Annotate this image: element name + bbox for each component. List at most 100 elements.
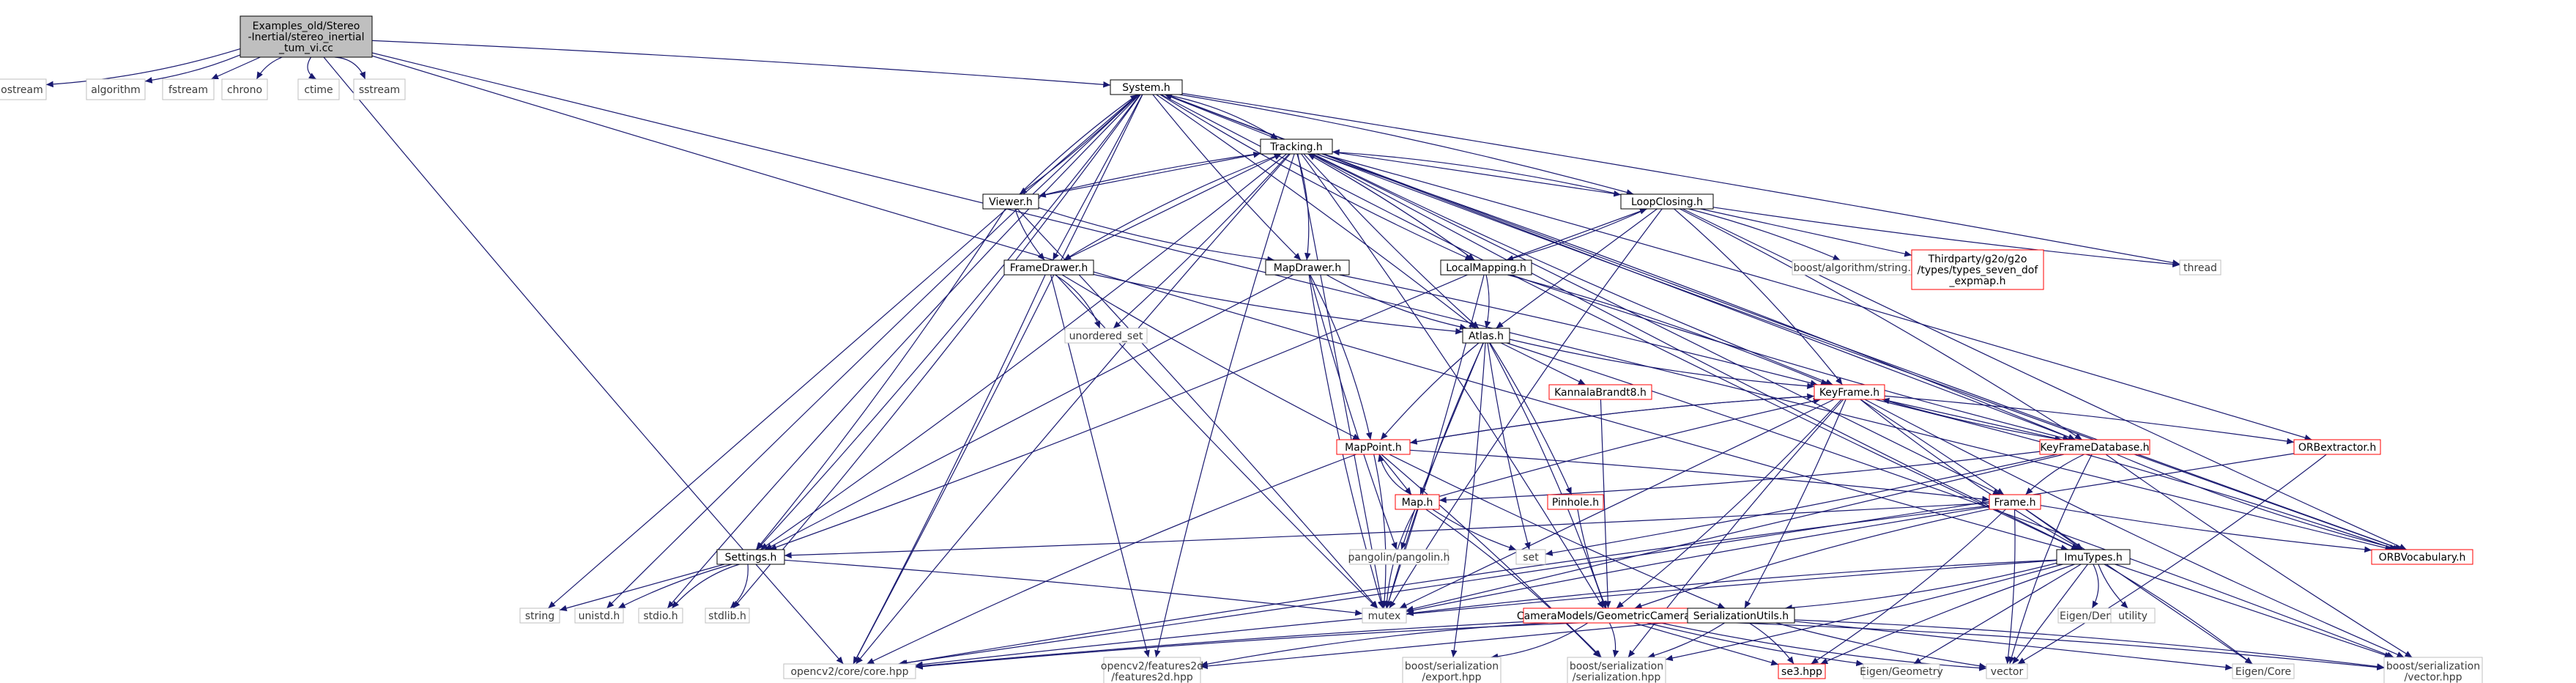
node-label: MapPoint.h: [1345, 442, 1402, 454]
edge-atlas-to-set: [1487, 342, 1531, 550]
node-label: Map.h: [1402, 497, 1433, 509]
edge-orbextractor-to-vector: [2017, 454, 2327, 665]
node-box: [0, 78, 47, 100]
node-box: [240, 15, 373, 58]
edge-framedrawer-to-opencvf2d: [1050, 274, 1150, 658]
node-orbextractor[interactable]: ORBextractor.h: [2293, 439, 2381, 455]
node-localmapping[interactable]: LocalMapping.h: [1440, 259, 1532, 276]
edge-system-to-localmapping: [1159, 94, 1473, 261]
node-kannala[interactable]: KannalaBrandt8.h: [1548, 384, 1652, 400]
node-utility: utility: [2110, 608, 2156, 624]
node-label: boost/serialization: [2386, 661, 2480, 673]
node-label: Pinhole.h: [1552, 497, 1599, 509]
node-atlas[interactable]: Atlas.h: [1462, 328, 1510, 344]
node-label: Viewer.h: [989, 196, 1033, 208]
edge-mappoint-to-mutex: [1373, 454, 1388, 609]
node-mappoint[interactable]: MapPoint.h: [1336, 439, 1411, 455]
node-unordered: unordered_set: [1064, 328, 1148, 344]
edge-localmapping-to-kfdb: [1510, 274, 2071, 441]
node-box: [1064, 328, 1148, 344]
edge-keyframe-to-imutypes: [1860, 399, 2083, 550]
node-label: CameraModels/GeometricCamera.h: [1517, 610, 1700, 622]
node-eigengeom: Eigen/Geometry: [1860, 663, 1943, 679]
edge-system-to-orbvocab: [1165, 94, 2403, 550]
node-kfdb[interactable]: KeyFrameDatabase.h: [2039, 439, 2150, 455]
node-framedrawer[interactable]: FrameDrawer.h: [1003, 259, 1094, 276]
node-pinhole[interactable]: Pinhole.h: [1547, 494, 1604, 510]
node-camera[interactable]: CameraModels/GeometricCamera.h: [1517, 608, 1700, 624]
edge-localmapping-to-atlas: [1484, 274, 1491, 329]
edge-serialization-to-boostvec: [1794, 619, 2385, 670]
edge-root-to-system: [371, 40, 1111, 88]
node-system[interactable]: System.h: [1110, 79, 1183, 95]
node-label: LoopClosing.h: [1631, 196, 1703, 208]
node-label: Tracking.h: [1269, 141, 1323, 153]
node-mapdrawer[interactable]: MapDrawer.h: [1265, 259, 1350, 276]
edge-framedrawer-to-unordered: [1055, 274, 1101, 329]
node-map[interactable]: Map.h: [1395, 494, 1440, 510]
node-label: boost/serialization: [1405, 661, 1499, 673]
node-se3[interactable]: se3.hpp: [1778, 663, 1826, 679]
node-tracking[interactable]: Tracking.h: [1260, 139, 1333, 155]
node-box: [2056, 549, 2131, 565]
node-boostexport: boost/serialization/export.hpp: [1402, 657, 1502, 683]
node-opencvf2d: opencv2/features2d/features2d.hpp: [1101, 657, 1203, 683]
node-viewer[interactable]: Viewer.h: [982, 193, 1039, 210]
edge-localmapping-to-keyframe: [1507, 274, 1829, 385]
node-label: /export.hpp: [1422, 672, 1481, 683]
node-box: [86, 78, 146, 100]
node-box: [519, 608, 560, 624]
node-label: string: [525, 610, 554, 622]
edge-camera-to-eigengeom: [1647, 622, 1864, 667]
node-box: [2179, 259, 2221, 276]
edge-tracking-to-opencvf2d: [1154, 153, 1295, 658]
edge-viewer-to-system: [1019, 94, 1138, 195]
edge-map-to-keyframe: [1439, 397, 1821, 497]
node-string: string: [519, 608, 560, 624]
edge-system-to-opencvcore: [853, 94, 1143, 665]
node-thirdparty[interactable]: Thirdparty/g2o/g2o/types/types_seven_dof…: [1911, 249, 2044, 290]
node-label: ctime: [304, 84, 333, 96]
node-label: ORBVocabulary.h: [2379, 552, 2466, 564]
edge-map-to-mappoint: [1378, 454, 1412, 495]
node-box: [1986, 663, 2028, 679]
node-algorithm: algorithm: [86, 78, 146, 100]
node-label: sstream: [359, 84, 400, 96]
node-unistd: unistd.h: [574, 608, 624, 624]
node-box: [1548, 384, 1652, 400]
node-label: Settings.h: [725, 552, 777, 564]
edge-frame-to-mutex: [1406, 506, 1990, 613]
node-label: ORBextractor.h: [2298, 442, 2376, 454]
edge-tracking-to-framedrawer: [1064, 153, 1282, 261]
node-frame[interactable]: Frame.h: [1989, 494, 2041, 510]
edge-map-to-boostser: [1425, 509, 1601, 658]
node-root[interactable]: Examples_old/Stereo-Inertial/stereo_iner…: [240, 15, 373, 58]
dependency-nodes: Examples_old/Stereo-Inertial/stereo_iner…: [0, 15, 2483, 683]
node-imutypes[interactable]: ImuTypes.h: [2056, 549, 2131, 565]
node-orbvocab[interactable]: ORBVocabulary.h: [2371, 549, 2473, 565]
node-box: [1989, 494, 2041, 510]
node-box: [2039, 439, 2150, 455]
node-loopclosing[interactable]: LoopClosing.h: [1620, 193, 1714, 210]
edge-loopclosing-to-orbvocab: [1682, 208, 2407, 550]
edge-imutypes-to-mutex: [1406, 559, 2057, 616]
edge-loopclosing-to-keyframe: [1674, 208, 1843, 385]
edge-settings-to-string: [559, 564, 725, 612]
node-label: _tum_vi.cc: [278, 43, 333, 54]
edge-imutypes-to-boostvec: [2115, 564, 2392, 658]
node-box: [221, 78, 268, 100]
edge-serialization-to-opencvf2d: [1200, 620, 1688, 670]
node-serialization[interactable]: SerializationUtils.h: [1687, 608, 1795, 624]
node-settings[interactable]: Settings.h: [716, 549, 785, 565]
node-keyframe[interactable]: KeyFrame.h: [1814, 384, 1885, 400]
edge-system-to-stdlib: [732, 94, 1141, 609]
node-pangolin: pangolin/pangolin.h: [1348, 549, 1450, 565]
node-box: [1778, 663, 1826, 679]
edge-atlas-to-pinhole: [1489, 342, 1573, 495]
edge-framedrawer-to-mappoint: [1061, 274, 1361, 440]
node-label: Examples_old/Stereo: [253, 21, 360, 32]
edge-mappoint-to-boostser: [1381, 454, 1602, 658]
node-label: set: [1523, 552, 1539, 564]
edge-tracking-to-camera: [1301, 153, 1604, 609]
edge-system-to-mapdrawer: [1152, 94, 1302, 261]
